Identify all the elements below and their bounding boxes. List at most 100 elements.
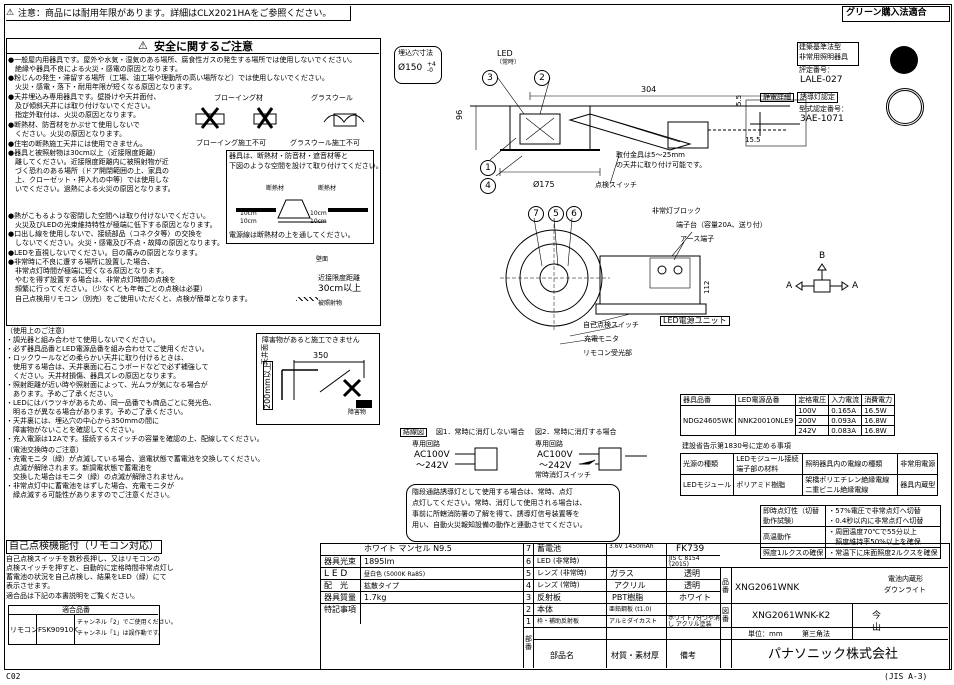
- power-cell: 16.8W: [861, 415, 896, 426]
- power-table: 器具品番 LED電源品番 定格電圧 入力電流 消費電力 NDG24605WK N…: [680, 394, 896, 436]
- gap-label: 10cm: [310, 210, 327, 217]
- light-cell: ポリアミド樹脂: [733, 474, 804, 496]
- parts-footer: 材質・素材厚: [611, 651, 659, 660]
- safety-line: ●器具と被照射物は30cm以上（近接限度距離）: [8, 149, 160, 157]
- power-cell: 0.165A: [828, 405, 863, 416]
- unit-label: 単位：mm: [748, 630, 783, 638]
- wiring-note-line: 点灯してください。常時、消灯して使用される場合は、: [412, 499, 587, 507]
- wiring-circuit: 専用回路: [412, 440, 440, 448]
- bracket-label: 静電詳細: [760, 93, 794, 102]
- part-note: ホワイト7分つや消し アクリル塗装: [668, 615, 720, 628]
- part-material: アクリル: [614, 581, 646, 590]
- wiring-note-line: 階段通路誘導灯として使用する場合は、常時、点灯: [412, 488, 573, 496]
- safety-line: いでください。過熱による火災の原因となります。: [8, 185, 175, 193]
- wiring-voltage: 〜242V: [539, 461, 572, 471]
- obstacle-label: 障害物: [348, 409, 367, 416]
- self-check-line: 蓄電池の状況を自己点検し、結果をLED（緑）にて: [6, 573, 167, 581]
- battery-line: 交換した場合はモニタ（緑）の点滅が解除されません。: [6, 473, 188, 481]
- remote-note: チャンネル「1」は誤作動です。: [77, 630, 165, 637]
- spec-label: 器具光束: [324, 557, 356, 566]
- dim-15-5: 15.5: [745, 136, 761, 144]
- power-psu: NNK20010NLE9: [734, 405, 797, 436]
- led-unit-label: LED電源ユニット: [660, 316, 730, 326]
- light-header: 照明器具内の電線の種類: [802, 453, 899, 475]
- part-name: LED (非常時): [537, 557, 580, 565]
- cert-label: 型式認定番号：: [799, 105, 848, 113]
- obstacle-diagram: [281, 360, 372, 408]
- obstacle-height: 200mm以上: [263, 361, 273, 410]
- standard-title: 非常用照明器具: [799, 53, 848, 61]
- callout-2: 2: [534, 70, 550, 86]
- safety-title: 安全に関するご注意: [154, 40, 253, 53]
- callout-4: 4: [480, 178, 496, 194]
- dim-304: 304: [641, 85, 657, 94]
- self-check-line: 自己点検スイッチを数秒長押し、又はリモコンの: [6, 555, 160, 563]
- part-name: レンズ (非常時): [537, 569, 587, 577]
- insulation-label: 断熱材: [266, 185, 285, 192]
- battery-line: ・充電モニタ（緑）が点滅している場合、過電状態で蓄電池を交換してください。: [6, 455, 265, 463]
- wiring-voltage: AC100V: [537, 450, 573, 460]
- power-cell: 16.8W: [861, 425, 896, 436]
- angle-label: 今山: [872, 611, 885, 633]
- obstacle-dim: 350: [313, 351, 329, 360]
- standard-badge: [797, 42, 859, 66]
- view-b-label: B: [819, 251, 826, 261]
- distance-label: 近接限度距離: [318, 274, 360, 282]
- part-name: 反射板: [537, 593, 561, 602]
- usage-line: ・LEDにはバラツキがあるため、同一品番でも商品ごとに発光色、: [6, 399, 216, 407]
- spec-value: 1.7kg: [364, 593, 387, 602]
- self-check-line: 適合品は下記の本書説明をご覧ください。: [6, 592, 139, 600]
- safety-line: 頻繁に行ってください。（少なくとも年毎ごとの点検は必要）: [8, 285, 207, 293]
- power-cell: 242V: [795, 425, 830, 436]
- spec-value: 拡散タイプ: [364, 582, 399, 590]
- safety-line: 非常点灯時間が極端に短くなる原因となります。: [8, 267, 169, 275]
- projection-label: 第三角法: [802, 630, 830, 638]
- emergency-cell: ・57%電圧で非常点灯へ切替: [828, 507, 921, 515]
- cutout-box: [394, 46, 442, 84]
- glasswool-ng-label: グラスウール施工不可: [290, 139, 360, 147]
- finish-title: ホワイト マンセル N9.5: [364, 544, 452, 553]
- led-sub: （常時）: [496, 59, 521, 66]
- cert-no: 3AE-1071: [800, 114, 844, 124]
- blowing-label: ブローイング材: [214, 94, 263, 102]
- part-note: ホワイト: [679, 593, 711, 602]
- safety-line: ください。火災の原因となります。: [8, 130, 127, 138]
- emergency-cell: 照度1ルクスの確保: [759, 547, 827, 559]
- insulation-gap-diagram: [236, 199, 368, 223]
- spec-value: 1895lm: [364, 557, 395, 566]
- usage-line: ・必ず器具品番とLED電源品番を組み合わせてご使用ください。: [6, 345, 209, 353]
- gap-label: 10cm: [240, 218, 257, 225]
- part-note: JIS C 8154 (2015): [669, 555, 700, 568]
- callout-6: 6: [566, 206, 582, 222]
- footer-right: (JIS A-3): [884, 672, 928, 681]
- part-material: ガラス: [610, 569, 634, 578]
- glasswool-label: グラスウール: [311, 94, 353, 102]
- wiring-switch: 常時消灯スイッチ: [535, 471, 591, 479]
- drawing-no-label: 図番: [722, 607, 729, 623]
- view-a-label: A: [786, 281, 793, 291]
- wiring-voltage: AC100V: [414, 450, 450, 460]
- emergency-cell: ・0.4秒以内に非常点灯へ切替: [828, 517, 924, 525]
- charge-monitor-label: 充電モニタ: [584, 335, 619, 343]
- install-note: 取付金具は5〜25mm: [616, 151, 685, 159]
- self-check-line: 表示させます。: [6, 582, 55, 590]
- cutout-tolerance: +4 -0: [427, 61, 436, 74]
- warning-icon: ⚠: [6, 8, 15, 18]
- safety-line: しないでください。火災・感電及び不点・故障の原因となります。: [8, 239, 224, 247]
- dim-175: Ø175: [533, 180, 555, 189]
- light-header: LEDモジュール接続端子部の材料: [733, 453, 804, 475]
- emergency-cell: 即時点灯性（切替動作試験）: [759, 505, 827, 527]
- safety-line: づく恐れのある場所（ドア開閉範囲の上、家具の: [8, 167, 169, 175]
- safety-line: ●非常時に不良に遭する場所に設置した場合、: [8, 258, 155, 266]
- part-material: 3.6V 1450mAh: [609, 543, 654, 550]
- company-name: パナソニック株式会社: [768, 647, 899, 662]
- emergency-table: 即時点灯性（切替動作試験） ・57%電圧で非常点灯へ切替・0.4秒以内に非常点灯…: [759, 505, 941, 559]
- spec-label: 特記事項: [324, 605, 356, 614]
- title-block: [320, 543, 950, 670]
- product-no-label: 品番: [722, 578, 729, 594]
- view-a-label: A: [852, 281, 859, 291]
- light-table-title: 建設省告示第1830号に定める事項: [682, 442, 791, 450]
- light-cell: 器具内蔵型: [897, 474, 939, 496]
- wiring-note-box: [406, 484, 620, 542]
- emergency-cell: 照度維持率50%以上を確保: [828, 538, 921, 546]
